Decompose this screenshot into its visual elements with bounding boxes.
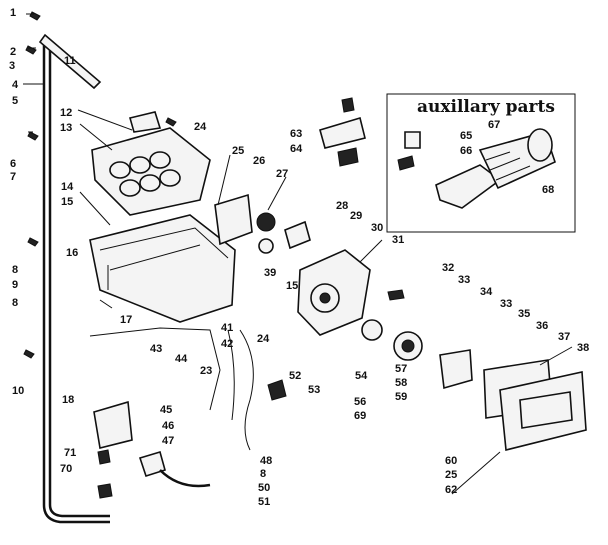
control-parts bbox=[214, 193, 311, 254]
callout-54: 54 bbox=[355, 370, 368, 382]
callout-36: 36 bbox=[536, 320, 548, 332]
callout-50: 50 bbox=[258, 482, 270, 494]
callout-17: 17 bbox=[120, 314, 132, 326]
callout-47: 47 bbox=[162, 435, 174, 447]
callout-33a: 33 bbox=[458, 274, 470, 286]
callout-4: 4 bbox=[12, 79, 19, 91]
callout-70: 70 bbox=[60, 463, 72, 475]
callout-56: 56 bbox=[354, 396, 366, 408]
callout-1: 1 bbox=[10, 7, 16, 19]
callout-33b: 33 bbox=[500, 298, 512, 310]
callout-8b: 8 bbox=[12, 297, 18, 309]
gear-parts bbox=[361, 289, 473, 390]
ice-mold bbox=[91, 111, 211, 216]
callout-18: 18 bbox=[62, 394, 74, 406]
callout-39: 39 bbox=[264, 267, 276, 279]
callout-28: 28 bbox=[336, 200, 348, 212]
callout-46: 46 bbox=[162, 420, 174, 432]
callout-27: 27 bbox=[276, 168, 288, 180]
callout-32: 32 bbox=[442, 262, 454, 274]
callout-57: 57 bbox=[395, 363, 407, 375]
callout-7: 7 bbox=[10, 171, 16, 183]
auxiliary-parts-box: auxillary parts bbox=[386, 93, 576, 233]
callout-37: 37 bbox=[558, 331, 570, 343]
callout-63: 63 bbox=[290, 128, 302, 140]
callout-59: 59 bbox=[395, 391, 407, 403]
callout-9: 9 bbox=[12, 279, 18, 291]
callout-16: 16 bbox=[66, 247, 78, 259]
ice-maker-housing bbox=[89, 214, 236, 323]
callout-51: 51 bbox=[258, 496, 270, 508]
callout-64: 64 bbox=[290, 143, 303, 155]
wiring-harness bbox=[89, 327, 287, 451]
callout-12: 12 bbox=[60, 107, 72, 119]
callout-69: 69 bbox=[354, 410, 366, 422]
callout-43: 43 bbox=[150, 343, 162, 355]
callout-24a: 24 bbox=[194, 121, 207, 133]
callout-29: 29 bbox=[350, 210, 362, 222]
leader-lines bbox=[23, 13, 573, 495]
callout-66: 66 bbox=[460, 145, 472, 157]
callout-2: 2 bbox=[10, 46, 16, 58]
callout-26: 26 bbox=[253, 155, 265, 167]
auxiliary-parts-title: auxillary parts bbox=[417, 97, 555, 117]
fill-tube bbox=[38, 33, 110, 524]
callout-71: 71 bbox=[64, 447, 76, 459]
callout-58: 58 bbox=[395, 377, 407, 389]
callout-65: 65 bbox=[460, 130, 472, 142]
callout-6: 6 bbox=[10, 158, 16, 170]
callout-10: 10 bbox=[12, 385, 24, 397]
callout-35: 35 bbox=[518, 308, 530, 320]
callout-68: 68 bbox=[542, 184, 554, 196]
water-inlet-valve bbox=[93, 400, 211, 499]
callout-24b: 24 bbox=[257, 333, 270, 345]
callout-11-top: 11 bbox=[64, 55, 76, 67]
callout-62: 62 bbox=[445, 484, 457, 496]
callout-3: 3 bbox=[9, 60, 15, 72]
water-valve bbox=[319, 97, 366, 167]
callout-14: 14 bbox=[61, 181, 74, 193]
callout-48: 48 bbox=[260, 455, 272, 467]
callout-5: 5 bbox=[12, 95, 18, 107]
callout-52: 52 bbox=[289, 370, 301, 382]
callout-25b: 25 bbox=[445, 469, 457, 481]
callout-38: 38 bbox=[577, 342, 589, 354]
callout-8c: 8 bbox=[260, 468, 266, 480]
front-cover bbox=[483, 359, 587, 452]
callout-42: 42 bbox=[221, 338, 233, 350]
callout-53: 53 bbox=[308, 384, 320, 396]
callout-45: 45 bbox=[160, 404, 172, 416]
callout-60: 60 bbox=[445, 455, 457, 467]
callout-31: 31 bbox=[392, 234, 404, 246]
callout-44: 44 bbox=[175, 353, 188, 365]
callout-15a: 15 bbox=[61, 196, 73, 208]
callout-41: 41 bbox=[221, 322, 233, 334]
callout-30: 30 bbox=[371, 222, 383, 234]
callout-23a: 23 bbox=[200, 365, 212, 377]
callout-67: 67 bbox=[488, 119, 500, 131]
motor-housing bbox=[297, 249, 371, 336]
callout-8a: 8 bbox=[12, 264, 18, 276]
callout-13: 13 bbox=[60, 122, 72, 134]
callout-25a: 25 bbox=[232, 145, 244, 157]
callout-34: 34 bbox=[480, 286, 493, 298]
callout-labels: 1 2 3 4 5 6 7 8 9 8 10 11 12 13 14 15 16… bbox=[9, 7, 589, 508]
callout-15b: 15 bbox=[286, 280, 298, 292]
